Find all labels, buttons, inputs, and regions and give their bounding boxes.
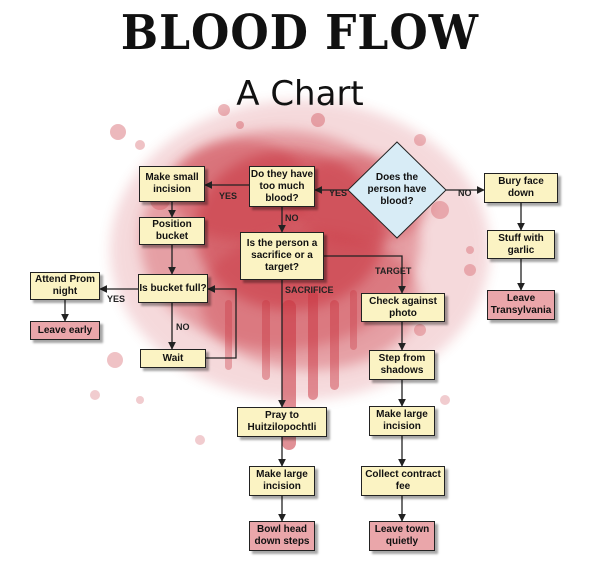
node-large-incision-left: Make large incision [249,466,315,496]
node-small-incision: Make small incision [139,166,205,202]
node-attend-prom: Attend Prom night [30,272,100,300]
node-bucket-full: Is bucket full? [138,274,208,303]
label-sacrifice: SACRIFICE [285,285,334,295]
label-target: TARGET [375,266,412,276]
node-position-bucket: Position bucket [139,217,205,245]
node-stuff-garlic: Stuff with garlic [487,230,555,259]
node-bury-face: Bury face down [484,173,558,203]
node-check-photo: Check against photo [361,293,445,322]
label-yes-bucket: YES [107,294,126,304]
node-step-shadows: Step from shadows [369,350,435,380]
node-large-incision-right: Make large incision [369,406,435,436]
node-collect-fee: Collect contract fee [361,466,445,496]
node-pray: Pray to Huitzilopochtli [237,407,327,437]
connectors [61,181,525,522]
node-leave-transylvania: Leave Transylvania [487,290,555,320]
node-leave-early: Leave early [30,321,100,340]
node-bowl-head: Bowl head down steps [249,521,315,551]
label-yes-too-much: YES [219,191,238,201]
node-leave-town: Leave town quietly [369,521,435,551]
start-decision: Does the person have blood? [367,172,427,207]
label-no-too-much: NO [285,213,299,223]
node-wait: Wait [140,349,206,368]
label-no-bucket: NO [176,322,190,332]
node-too-much-blood: Do they have too much blood? [249,166,315,207]
chart-title: BLOOD FLOW [120,5,480,62]
start-decision-diamond [347,141,447,239]
label-no-start: NO [458,188,472,198]
chart-subtitle: A Chart [236,74,364,114]
label-yes-start: YES [329,188,348,198]
node-sacrifice-or-target: Is the person a sacrifice or a target? [240,232,324,280]
